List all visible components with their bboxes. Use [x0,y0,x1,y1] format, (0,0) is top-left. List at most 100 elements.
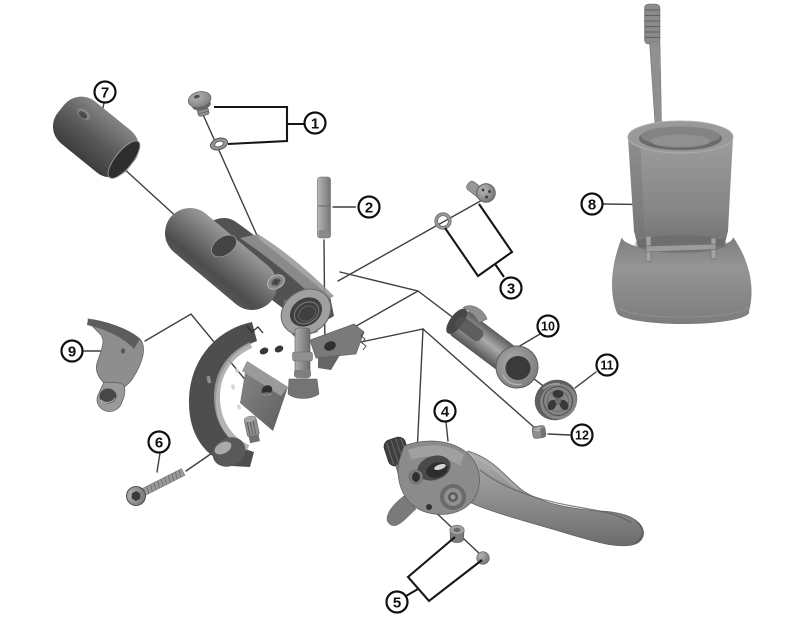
callout-brackets [214,105,514,603]
callout-number: 2 [365,199,373,216]
part-3-oring [434,212,452,230]
block-hole [261,385,273,395]
callout-circle [536,314,560,338]
clamp-hole-a [259,347,269,355]
bracket-5-stem [405,588,419,597]
handlebar-clamp [188,322,288,467]
part-11-diaphragm-cap [534,379,578,421]
axis-band-leg [144,313,253,389]
part-8-bleed-funnel [611,3,752,325]
leader-12 [547,433,571,436]
part-5-pushrod-nut [449,524,465,543]
callout-9-clamp-band: 9 [60,339,84,363]
funnel-cup [628,137,733,244]
part-1-washer [210,137,228,151]
clamp-pivot-block [240,361,288,431]
callout-number: 10 [541,320,555,334]
cylinder-bore-ring [280,288,332,336]
clamp-ring [188,322,257,467]
callout-5-pushrod-nut-and-ball: 5 [385,590,409,614]
cap-cutout-left [547,399,557,411]
clamp-notch [206,375,212,384]
part-6-clamp-bolt [126,468,186,506]
lever-pivot-hole [412,472,420,482]
cap-dimple [78,111,88,119]
sleeve-lip [462,305,488,324]
axis-part3 [337,198,485,282]
callout-circle [433,399,457,423]
callout-8-bleed-funnel-with-plunger: 8 [580,192,604,216]
callout-number: 9 [68,343,76,360]
ball-socket [426,504,432,510]
lever-pivot-stack [440,484,466,510]
callout-4-brake-lever-blade: 4 [433,399,457,423]
callout-number: 11 [600,359,613,373]
pushrod-column [287,327,320,399]
callout-number: 7 [101,84,109,101]
band-seat-pad [211,234,237,258]
part-9-clamp-band [87,318,144,412]
callout-12-square-nut: 12 [570,423,594,447]
callout-number: 12 [575,429,589,443]
body-top-face [240,234,334,304]
leader-4 [445,421,449,442]
cap-opening [107,140,141,179]
part-10-piston-sleeve [446,305,539,389]
funnel-plunger [644,3,663,148]
band-fold [87,319,140,349]
sleeve-ring-hole [505,356,531,380]
part-2-pivot-pin [317,176,331,239]
pin-tip [318,230,330,238]
callout-number: 3 [507,280,515,297]
part-3-bleed-screw [466,180,496,203]
callout-10-piston-sleeve: 10 [536,314,560,338]
callout-circle [93,80,117,104]
callout-circle [147,430,171,454]
callout-6-clamp-bolt: 6 [147,430,171,454]
callout-circle [580,192,604,216]
axis-nut-leg [422,328,537,430]
screw-slot [193,94,200,99]
pin-body [317,176,331,239]
blade-ridge [479,469,632,524]
cap-cutout-top [552,390,564,398]
band-hole [99,388,117,404]
band-slot [121,348,125,354]
callout-11-diaphragm-cap: 11 [595,353,619,377]
callout-number: 4 [441,403,450,420]
bracket-3-stem [494,263,505,278]
bolt-seat [214,441,232,455]
cap-cutout-right [559,399,569,411]
hinge-pin [243,415,260,444]
callout-1-cover-screw-and-washer: 1 [303,111,327,135]
bleed-screw-head [476,183,496,203]
lever-mount-flange [309,323,367,370]
clamp-hole-b [274,345,284,353]
callout-7-rubber-end-cap: 7 [93,80,117,104]
funnel-clip [645,235,717,263]
callout-circle [570,423,594,447]
bracket-5 [406,536,483,603]
body-snout [165,208,277,310]
leader-10 [517,333,541,348]
callout-number: 6 [155,434,163,451]
callout-number: 8 [588,196,596,213]
leader-11 [574,371,597,389]
part-7-rubber-end-cap [52,96,141,179]
part-1-cover-screw [187,91,212,117]
master-cylinder-body [165,208,367,467]
callout-circle [357,195,381,219]
callout-number: 1 [311,115,319,132]
callout-3-bleed-screw-and-oring: 3 [499,276,523,300]
callout-circle [595,353,619,377]
screw-head [187,91,212,108]
callout-circle [385,590,409,614]
leader-6 [156,452,161,473]
part-12-square-nut [531,425,547,439]
pushrod-hook [386,495,417,526]
washer-hole [214,140,224,148]
callout-circle [303,111,327,135]
